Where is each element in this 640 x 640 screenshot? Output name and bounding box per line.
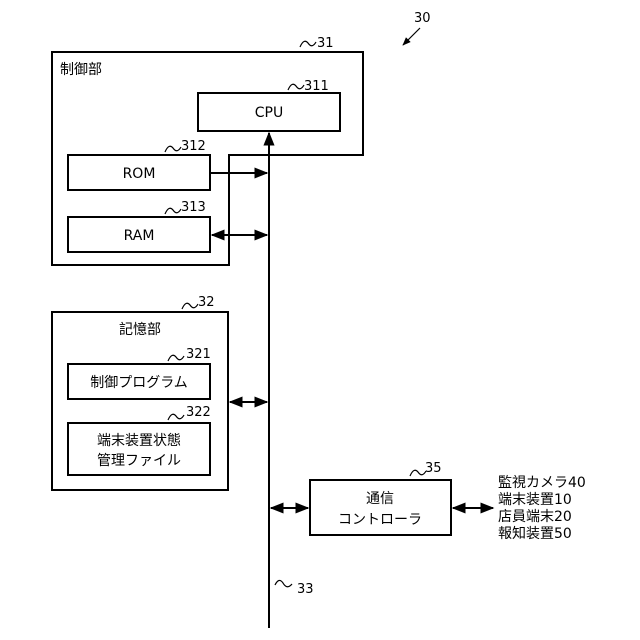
bus-ref: 33 — [297, 582, 314, 597]
comm-controller-label-line2: コントローラ — [338, 512, 422, 528]
figure-ref-label: 30 — [414, 11, 431, 26]
external-device-terminal: 端末装置10 — [498, 492, 572, 508]
status-file-label-line1: 端末装置状態 — [97, 433, 181, 449]
figure-ref-arrow — [403, 28, 420, 45]
control-unit-leader — [300, 41, 316, 47]
cpu-label: CPU — [255, 105, 283, 121]
storage-unit-leader — [182, 303, 198, 309]
control-unit-ref: 31 — [317, 36, 334, 51]
control-program-ref: 321 — [186, 347, 211, 362]
control-unit-label: 制御部 — [60, 62, 102, 78]
rom-label: ROM — [123, 166, 156, 182]
status-file-label-line2: 管理ファイル — [97, 453, 181, 469]
external-device-clerk-terminal: 店員端末20 — [498, 509, 572, 525]
external-device-notifier: 報知装置50 — [498, 525, 572, 542]
ram-ref: 313 — [181, 200, 206, 215]
rom-ref: 312 — [181, 139, 206, 154]
comm-controller-ref: 35 — [425, 461, 442, 476]
external-device-camera: 監視カメラ40 — [498, 474, 586, 491]
control-program-label: 制御プログラム — [90, 375, 188, 391]
storage-unit-label: 記憶部 — [119, 321, 161, 338]
comm-controller-label-line1: 通信 — [366, 491, 394, 507]
bus-leader — [275, 580, 292, 586]
comm-controller-leader — [410, 470, 426, 476]
ram-label: RAM — [124, 228, 155, 244]
storage-unit-ref: 32 — [198, 295, 215, 310]
cpu-ref: 311 — [304, 79, 329, 94]
status-file-ref: 322 — [186, 405, 211, 420]
